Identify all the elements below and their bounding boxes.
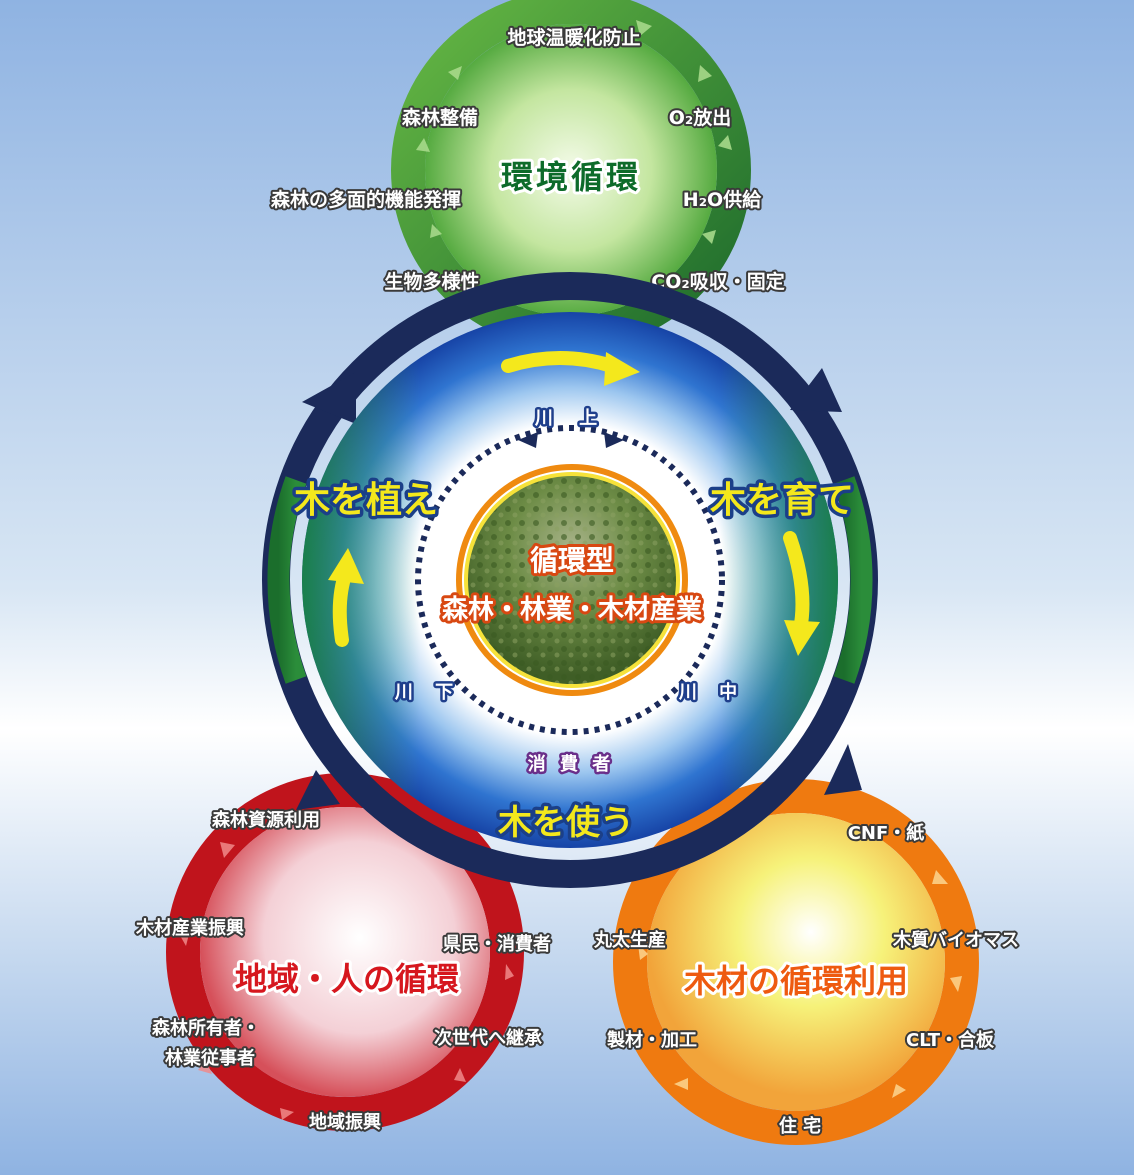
wood-item-housing: 住 宅	[779, 1115, 821, 1137]
action-grow: 木を育て	[710, 480, 854, 521]
action-use: 木を使う	[497, 803, 634, 843]
action-plant: 木を植え	[294, 480, 438, 521]
env-item-multifunction: 森林の多面的機能発揮	[271, 188, 461, 211]
forestry-outer-ring-green-right	[833, 476, 873, 684]
reg-item-wood-industry: 木材産業振興	[135, 917, 244, 939]
wood-item-sawmill: 製材・加工	[606, 1029, 697, 1051]
env-item-biodiversity: 生物多様性	[384, 270, 479, 293]
reg-item-forestry-workers: 林業従事者	[165, 1047, 255, 1069]
center-title-line2: 森林・林業・木材産業	[442, 594, 702, 625]
wood-item-log-production: 丸太生産	[593, 929, 666, 951]
consumers-label: 消 費 者	[528, 753, 615, 775]
river-upstream: 川 上	[534, 408, 607, 429]
reg-item-resource-use: 森林資源利用	[212, 809, 320, 831]
outer-arrow-right	[824, 744, 862, 795]
forestry-outer-ring-green-left	[267, 476, 307, 684]
forestry-dotted-path	[415, 425, 725, 735]
center-title-line1: 循環型	[530, 544, 614, 577]
environment-cycle-arrows	[416, 20, 732, 244]
env-item-o2-release: O₂放出	[669, 106, 731, 129]
outer-arrow-top-right	[790, 368, 842, 412]
yellow-arrow-left	[332, 565, 353, 647]
regional-cycle-title: 地域・人の循環	[235, 960, 459, 998]
river-midstream: 川 中	[678, 681, 745, 703]
wood-item-cnf-paper: CNF・紙	[848, 822, 925, 844]
regional-cycle-arrows	[178, 842, 514, 1120]
outer-arrow-left-top	[302, 372, 356, 424]
environment-cycle: 環境循環 地球温暖化防止 O₂放出 H₂O供給 CO₂吸収・固定 生物多様性 森…	[269, 0, 787, 350]
environment-cycle-title: 環境循環	[501, 158, 641, 196]
env-item-warming-prevention: 地球温暖化防止	[507, 26, 640, 49]
environment-cycle-fill	[425, 24, 717, 316]
forest-photo-yellow-rim	[464, 472, 680, 688]
forestry-yellow-arrows	[328, 351, 820, 656]
outer-arrow-bottom-left	[296, 770, 340, 810]
env-item-h2o-supply: H₂O供給	[683, 188, 762, 211]
yellow-arrow-right-head	[784, 620, 820, 656]
wood-cycle-arrows	[638, 870, 962, 1098]
forestry-outer-arrows	[296, 368, 862, 810]
reg-item-next-generation: 次世代へ継承	[434, 1027, 543, 1049]
reg-item-forest-owners: 森林所有者・	[152, 1017, 260, 1039]
yellow-arrow-left-head	[328, 548, 364, 584]
wood-cycle-title: 木材の循環利用	[683, 962, 908, 1000]
forestry-cycle: 循環型 森林・林業・木材産業 川 上 川 中 川 下 消 費 者 木を植え 木を…	[262, 272, 878, 888]
dotted-arrow-left	[518, 432, 538, 448]
wood-cycle-fill	[647, 813, 945, 1111]
wood-cycle-ring	[613, 779, 979, 1145]
env-item-forest-maintenance: 森林整備	[402, 106, 478, 129]
yellow-arrow-top-head	[604, 352, 640, 386]
reg-item-citizens: 県民・消費者	[443, 933, 551, 955]
river-downstream: 川 下	[394, 682, 461, 703]
wood-item-biomass: 木質バイオマス	[892, 929, 1019, 951]
wood-item-clt-plywood: CLT・合板	[906, 1029, 995, 1051]
reg-item-regional-promotion: 地域振興	[309, 1111, 381, 1133]
yellow-arrow-top	[501, 351, 619, 373]
dotted-arrow-right	[604, 432, 624, 448]
forest-photo-texture	[466, 474, 678, 686]
regional-cycle-fill	[200, 807, 490, 1097]
wood-cycle: 木材の循環利用 CNF・紙 木質バイオマス CLT・合板 住 宅 製材・加工 丸…	[591, 779, 1021, 1145]
